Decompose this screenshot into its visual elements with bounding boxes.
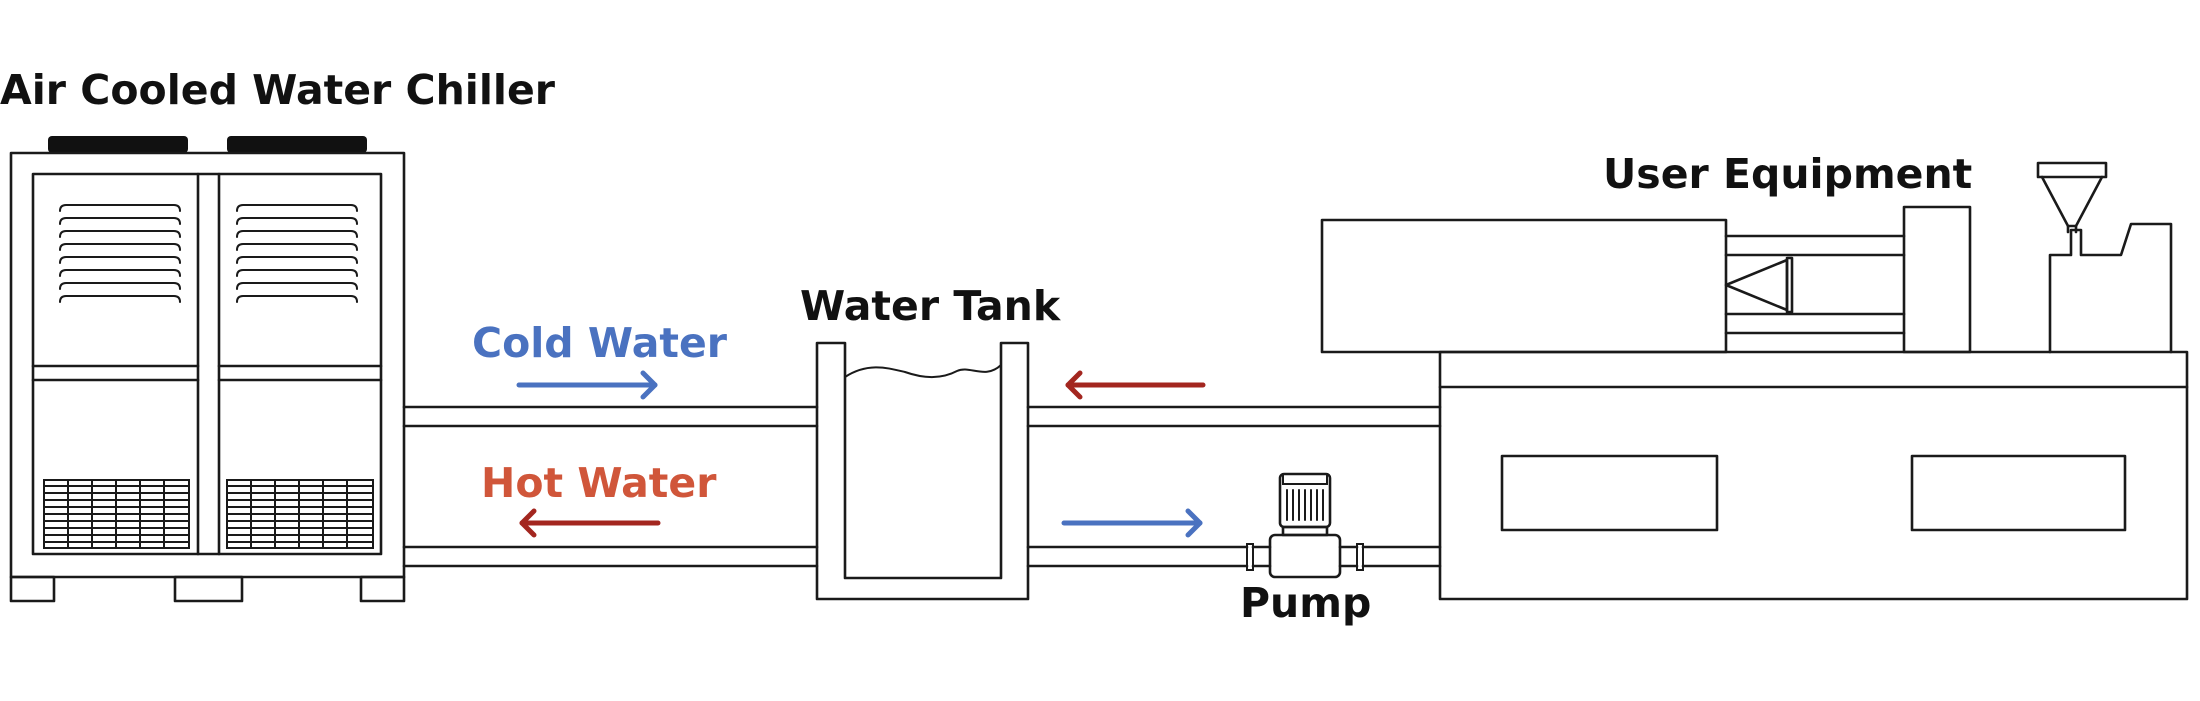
chiller-title: Air Cooled Water Chiller	[0, 66, 556, 114]
hot-water-arrow-left	[519, 508, 661, 538]
water-surface	[844, 364, 1002, 379]
water-tank	[815, 341, 1030, 601]
return-arrow-left	[1065, 370, 1206, 400]
cold-water-arrow-right	[516, 370, 658, 400]
pump-icon	[1246, 472, 1364, 579]
condenser-grille-right	[226, 479, 374, 549]
hopper-icon	[2036, 161, 2108, 234]
condenser-grille-left	[43, 479, 190, 549]
supply-arrow-right	[1061, 508, 1203, 538]
hot-water-label: Hot Water	[481, 459, 717, 507]
fan-icon	[227, 136, 367, 153]
tank-title: Water Tank	[800, 282, 1062, 330]
access-panel	[1500, 454, 1719, 532]
equipment-title: User Equipment	[1603, 150, 1972, 198]
louver-vent-left	[59, 204, 181, 303]
cold-water-label: Cold Water	[472, 319, 728, 367]
fan-icon	[48, 136, 188, 153]
access-panel	[1910, 454, 2127, 532]
pipes	[402, 405, 1442, 568]
flow-arrows	[516, 370, 1206, 538]
chiller-unit	[9, 136, 406, 603]
louver-vent-right	[236, 204, 358, 303]
user-equipment	[1320, 161, 2189, 601]
pump-label: Pump	[1240, 579, 1371, 627]
